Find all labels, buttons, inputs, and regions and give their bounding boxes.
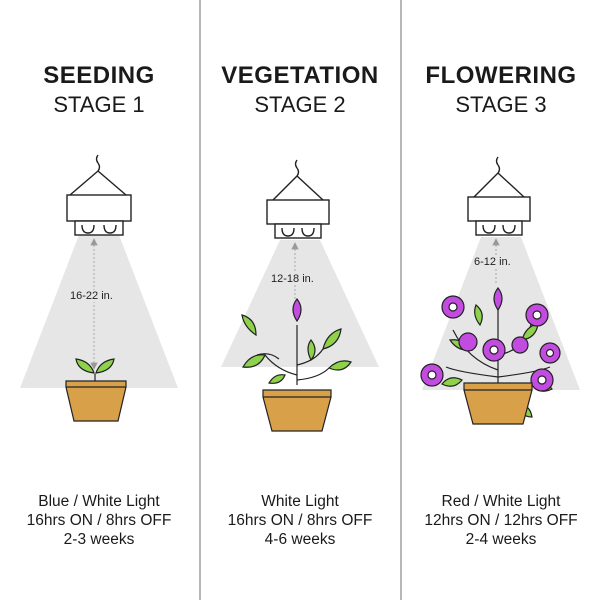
stage-column-flowering: FLOWERING STAGE 3	[402, 0, 600, 600]
light-type: White Light	[261, 493, 339, 510]
stage-duration: 2-4 weeks	[465, 531, 537, 548]
stage-number: STAGE 1	[53, 92, 145, 117]
stage-column-seeding: SEEDING STAGE 1 16-22 in. Blue / White L…	[0, 0, 198, 600]
light-cone	[20, 235, 178, 388]
column-divider	[199, 0, 201, 600]
light-type: Blue / White Light	[38, 493, 160, 510]
vegetation-plant-pot-icon	[241, 298, 352, 432]
stage-column-vegetation: VEGETATION STAGE 2	[201, 0, 399, 600]
light-schedule: 16hrs ON / 8hrs OFF	[227, 512, 373, 529]
vegetation-illustration	[221, 159, 379, 432]
stage-number: STAGE 2	[254, 92, 346, 117]
hanging-grow-light-icon	[66, 154, 132, 236]
distance-arrow	[90, 238, 98, 370]
stage-title: FLOWERING	[425, 62, 577, 89]
seedling-pot-icon	[65, 358, 127, 422]
stage-caption: Blue / White Light 16hrs ON / 8hrs OFF 2…	[0, 492, 198, 549]
light-distance-label: 12-18 in.	[271, 273, 314, 285]
stage-number: STAGE 3	[455, 92, 547, 117]
stage-title: VEGETATION	[221, 62, 379, 89]
light-schedule: 16hrs ON / 8hrs OFF	[26, 512, 172, 529]
light-distance-label: 16-22 in.	[70, 290, 113, 302]
column-divider	[400, 0, 402, 600]
stage-title: SEEDING	[43, 62, 155, 89]
stage-duration: 2-3 weeks	[63, 531, 135, 548]
hanging-grow-light-icon	[266, 159, 330, 239]
stage-caption: White Light 16hrs ON / 8hrs OFF 4-6 week…	[201, 492, 399, 549]
light-schedule: 12hrs ON / 12hrs OFF	[424, 512, 578, 529]
stage-duration: 4-6 weeks	[264, 531, 336, 548]
light-distance-label: 6-12 in.	[474, 256, 511, 268]
hanging-grow-light-icon	[467, 156, 531, 236]
flowering-plant-pot-icon	[420, 287, 561, 425]
flowering-illustration	[420, 156, 580, 425]
stage-caption: Red / White Light 12hrs ON / 12hrs OFF 2…	[402, 492, 600, 549]
light-type: Red / White Light	[441, 493, 561, 510]
seeding-illustration	[20, 154, 178, 422]
